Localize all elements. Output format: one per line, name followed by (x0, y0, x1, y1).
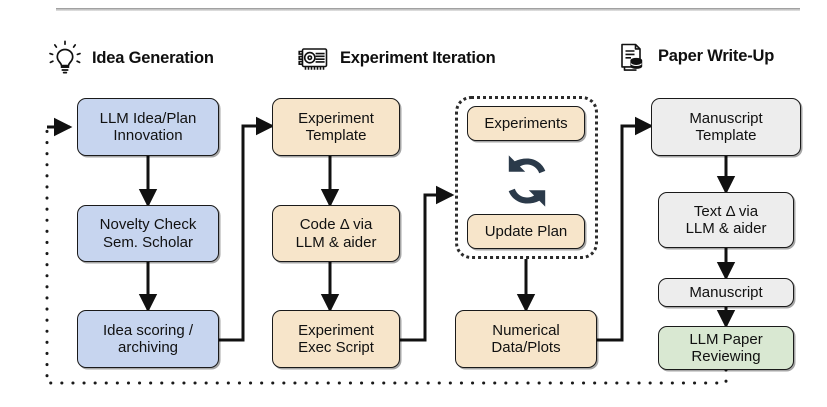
section-label: Experiment Iteration (340, 48, 496, 67)
section-label: Paper Write-Up (658, 46, 775, 65)
node-manuscript[interactable]: Manuscript (658, 278, 794, 307)
node-line-2: archiving (117, 339, 179, 356)
section-header-idea: Idea Generation (48, 40, 214, 76)
node-line-2: LLM & aider (295, 233, 377, 251)
node-line-2: Innovation (113, 127, 183, 144)
experiment-iteration-loop-container (455, 96, 598, 259)
node-line-1: LLM Idea/Plan (99, 109, 197, 127)
node-line-2: Template (695, 127, 757, 144)
node-line-2: Data/Plots (491, 339, 561, 356)
edge-numerical-to-manuscript-template (597, 116, 654, 342)
gpu-card-icon (296, 40, 330, 76)
node-line-1: Update Plan (484, 222, 568, 240)
section-header-experiment: Experiment Iteration (296, 40, 496, 76)
node-experiments[interactable]: Experiments (467, 106, 585, 141)
node-llm-paper-reviewing[interactable]: LLM Paper Reviewing (658, 326, 794, 370)
node-line-1: Novelty Check (99, 216, 197, 234)
top-divider (56, 8, 800, 11)
node-llm-idea-plan[interactable]: LLM Idea/Plan Innovation (77, 98, 219, 156)
node-line-2: Template (305, 127, 367, 144)
node-numerical-data-plots[interactable]: Numerical Data/Plots (455, 310, 597, 368)
edge-exec-to-loop (400, 185, 455, 342)
node-line-2: Sem. Scholar (102, 233, 194, 251)
node-line-1: Idea scoring / (102, 321, 194, 339)
node-line-1: LLM Paper (689, 330, 763, 348)
node-line-2: LLM & aider (685, 220, 767, 237)
node-text-delta[interactable]: Text Δ via LLM & aider (658, 192, 794, 248)
node-code-delta[interactable]: Code Δ via LLM & aider (272, 205, 400, 262)
section-label: Idea Generation (92, 48, 214, 67)
node-update-plan[interactable]: Update Plan (467, 214, 585, 249)
node-line-1: Text Δ via (693, 202, 759, 220)
node-line-1: Manuscript (689, 109, 763, 127)
node-line-1: Code Δ via (299, 216, 373, 234)
node-line-2: Exec Script (298, 339, 374, 356)
lightbulb-icon (48, 40, 82, 76)
node-line-1: Manuscript (689, 283, 763, 301)
node-line-1: Numerical (492, 321, 560, 339)
node-line-1: Experiment (298, 321, 374, 339)
node-line-1: Experiments (484, 114, 568, 132)
node-experiment-exec-script[interactable]: Experiment Exec Script (272, 310, 400, 368)
node-novelty-check[interactable]: Novelty Check Sem. Scholar (77, 205, 219, 262)
edge-scoring-to-template (219, 116, 275, 342)
cycle-refresh-icon (497, 152, 557, 210)
node-line-1: Experiment (298, 109, 374, 127)
section-header-paper: Paper Write-Up (614, 38, 774, 74)
document-database-icon (614, 38, 648, 74)
node-idea-scoring[interactable]: Idea scoring / archiving (77, 310, 219, 368)
node-manuscript-template[interactable]: Manuscript Template (651, 98, 801, 156)
node-line-2: Reviewing (691, 348, 761, 365)
node-experiment-template[interactable]: Experiment Template (272, 98, 400, 156)
